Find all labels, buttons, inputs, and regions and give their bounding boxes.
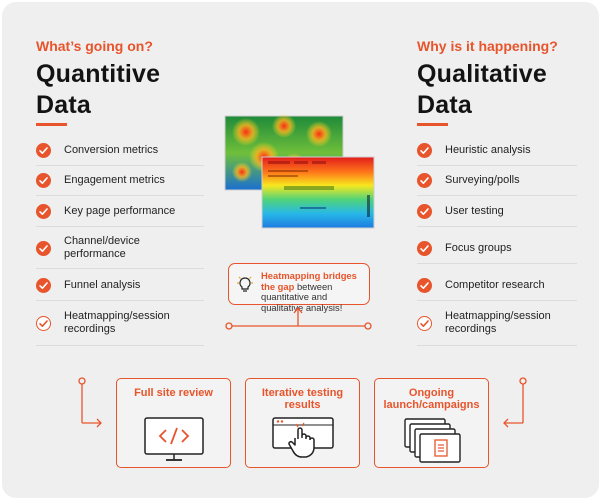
check-filled-icon bbox=[417, 142, 432, 158]
list-item: User testing bbox=[417, 201, 577, 227]
right-kicker: Why is it happening? bbox=[417, 38, 558, 54]
step-title: Full site review bbox=[134, 387, 213, 399]
list-item-label: Surveying/polls bbox=[445, 173, 520, 186]
list-item-label: User testing bbox=[445, 204, 504, 217]
list-item-label: Conversion metrics bbox=[64, 143, 159, 156]
step-ongoing-launch: Ongoing launch/campaigns bbox=[374, 378, 489, 468]
check-filled-icon bbox=[36, 240, 51, 256]
list-item: Conversion metrics bbox=[36, 140, 204, 166]
check-outline-icon bbox=[417, 315, 432, 331]
bridge-callout: Heatmapping bridges the gap between quan… bbox=[228, 263, 370, 312]
list-item: Key page performance bbox=[36, 201, 204, 227]
stacked-pages-icon bbox=[404, 418, 461, 463]
check-outline-icon bbox=[36, 315, 51, 331]
check-filled-icon bbox=[417, 172, 432, 188]
list-item-label: Heatmapping/session recordings bbox=[445, 310, 551, 335]
right-heading: Qualitative Data bbox=[417, 59, 547, 121]
right-heading-line2: Data bbox=[417, 91, 472, 119]
step-full-site-review: Full site review bbox=[116, 378, 231, 468]
list-item-label: Channel/device performance bbox=[64, 235, 140, 260]
list-item-label: Funnel analysis bbox=[64, 278, 141, 291]
left-heading: Quantitive Data bbox=[36, 59, 160, 121]
check-filled-icon bbox=[417, 203, 432, 219]
left-heading-line1: Quantitive bbox=[36, 60, 161, 88]
list-item: Heuristic analysis bbox=[417, 140, 577, 166]
step-title: Iterative testing results bbox=[261, 387, 344, 411]
check-filled-icon bbox=[417, 277, 432, 293]
list-item: Channel/device performance bbox=[36, 233, 204, 269]
list-item: Surveying/polls bbox=[417, 170, 577, 196]
list-item-label: Competitor research bbox=[445, 278, 545, 291]
list-item: Competitor research bbox=[417, 275, 577, 301]
check-filled-icon bbox=[36, 172, 51, 188]
right-heading-line1: Qualitative bbox=[417, 60, 548, 88]
list-item: Focus groups bbox=[417, 238, 577, 264]
step-title: Ongoing launch/campaigns bbox=[383, 387, 480, 411]
check-filled-icon bbox=[417, 240, 432, 256]
list-item-label: Focus groups bbox=[445, 241, 512, 254]
heatmap-illustration bbox=[224, 114, 375, 229]
front-heatmap-screen bbox=[261, 156, 375, 229]
left-kicker: What’s going on? bbox=[36, 38, 153, 54]
check-filled-icon bbox=[36, 277, 51, 293]
right-heading-rule bbox=[417, 123, 448, 126]
click-hand-icon bbox=[272, 417, 334, 458]
list-item: Engagement metrics bbox=[36, 170, 204, 196]
list-item-label: Heatmapping/session recordings bbox=[64, 310, 170, 335]
left-heading-line2: Data bbox=[36, 91, 91, 119]
list-item: Funnel analysis bbox=[36, 275, 204, 301]
code-monitor-icon bbox=[144, 417, 204, 461]
list-item-label: Key page performance bbox=[64, 204, 176, 217]
list-item-label: Engagement metrics bbox=[64, 173, 165, 186]
check-filled-icon bbox=[36, 203, 51, 219]
check-filled-icon bbox=[36, 142, 51, 158]
left-heading-rule bbox=[36, 123, 67, 126]
bridge-highlight: Heatmapping bridges the gap bbox=[261, 270, 357, 292]
lightbulb-icon bbox=[237, 276, 253, 292]
list-item: Heatmapping/session recordings bbox=[36, 306, 204, 346]
bridge-text: between quantitative and qualitative ana… bbox=[261, 280, 343, 313]
list-item: Heatmapping/session recordings bbox=[417, 306, 577, 346]
step-iterative-testing: Iterative testing results bbox=[245, 378, 360, 468]
list-item-label: Heuristic analysis bbox=[445, 143, 531, 156]
